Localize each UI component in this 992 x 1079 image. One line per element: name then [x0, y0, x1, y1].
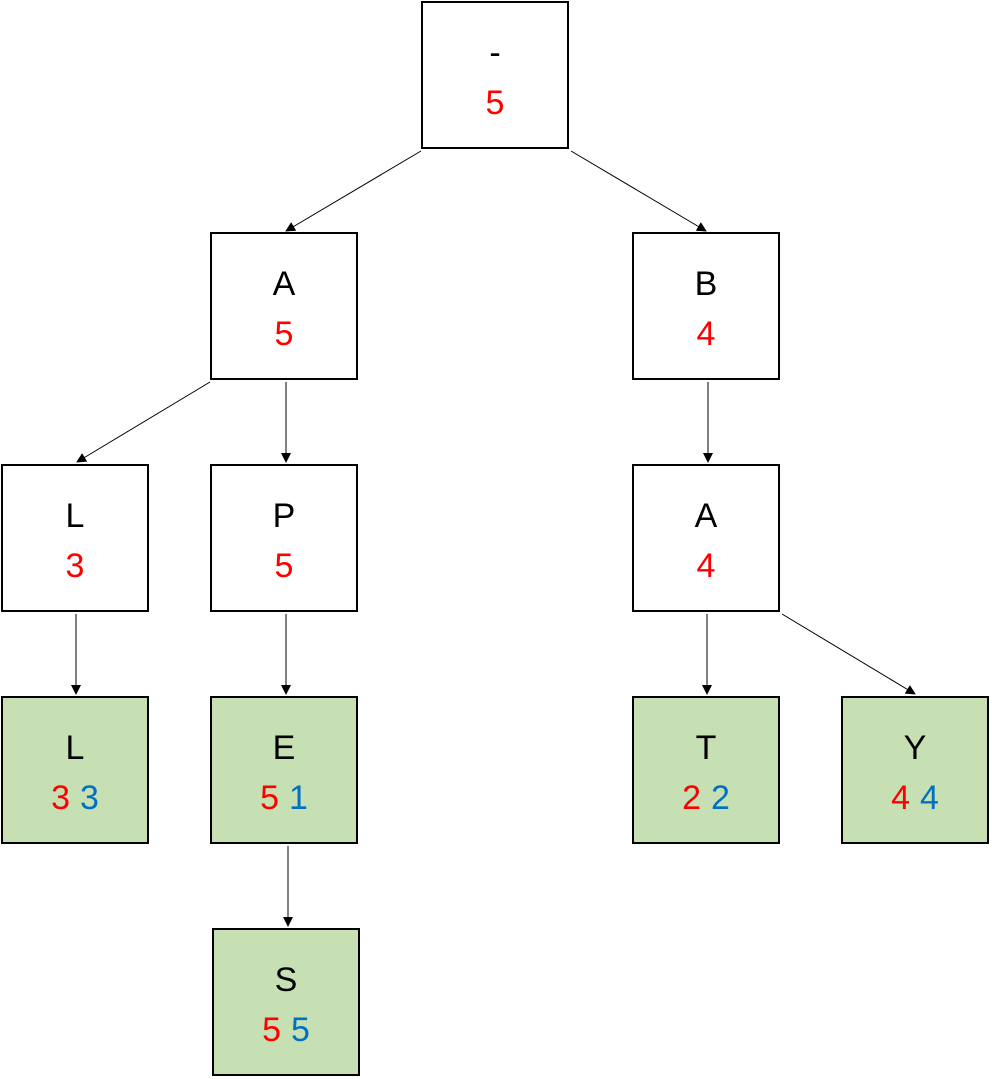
node-count-red: 4 — [696, 315, 716, 353]
node-counts: 4 — [634, 314, 778, 354]
node-count-blue: 5 — [291, 1011, 310, 1049]
tree-node-ap: P 5 — [210, 464, 358, 612]
node-letter: L — [65, 497, 85, 535]
node-letter: A — [694, 497, 718, 535]
tree-node-root: - 5 — [421, 1, 569, 149]
tree-node-a: A 5 — [210, 232, 358, 380]
tree-node-ba: A 4 — [632, 464, 780, 612]
tree-node-al: L 3 — [1, 464, 149, 612]
node-count-blue: 1 — [289, 779, 308, 817]
edge-root-to-b — [570, 150, 707, 232]
node-counts: 5 — [212, 546, 356, 586]
edge-root-to-a — [285, 150, 422, 232]
edge-a-to-y — [781, 613, 916, 695]
node-counts: 5 — [212, 314, 356, 354]
node-letter: Y — [903, 729, 927, 767]
node-count-red: 4 — [696, 547, 716, 585]
node-letter: T — [695, 729, 717, 767]
node-count-red: 5 — [485, 84, 505, 122]
node-count-red: 3 — [65, 547, 85, 585]
node-count-red: 4 — [891, 779, 910, 817]
node-count-blue: 3 — [80, 779, 99, 817]
tree-node-b: B 4 — [632, 232, 780, 380]
node-letter: E — [272, 729, 296, 767]
node-count-red: 5 — [262, 1011, 281, 1049]
node-count-blue: 2 — [711, 779, 730, 817]
node-letter: L — [65, 729, 85, 767]
edge-a-to-l — [76, 381, 211, 463]
node-count-red: 5 — [274, 315, 294, 353]
node-counts: 4 — [634, 546, 778, 586]
node-counts: 5 — [423, 83, 567, 123]
node-letter: A — [272, 265, 296, 303]
node-count-red: 5 — [260, 779, 279, 817]
node-counts: 3 — [3, 546, 147, 586]
node-count-red: 2 — [682, 779, 701, 817]
node-letter: - — [489, 34, 501, 72]
node-count-red: 3 — [51, 779, 70, 817]
node-count-red: 5 — [274, 547, 294, 585]
node-letter: B — [694, 265, 718, 303]
node-count-blue: 4 — [920, 779, 939, 817]
node-letter: S — [274, 961, 298, 999]
node-letter: P — [272, 497, 296, 535]
